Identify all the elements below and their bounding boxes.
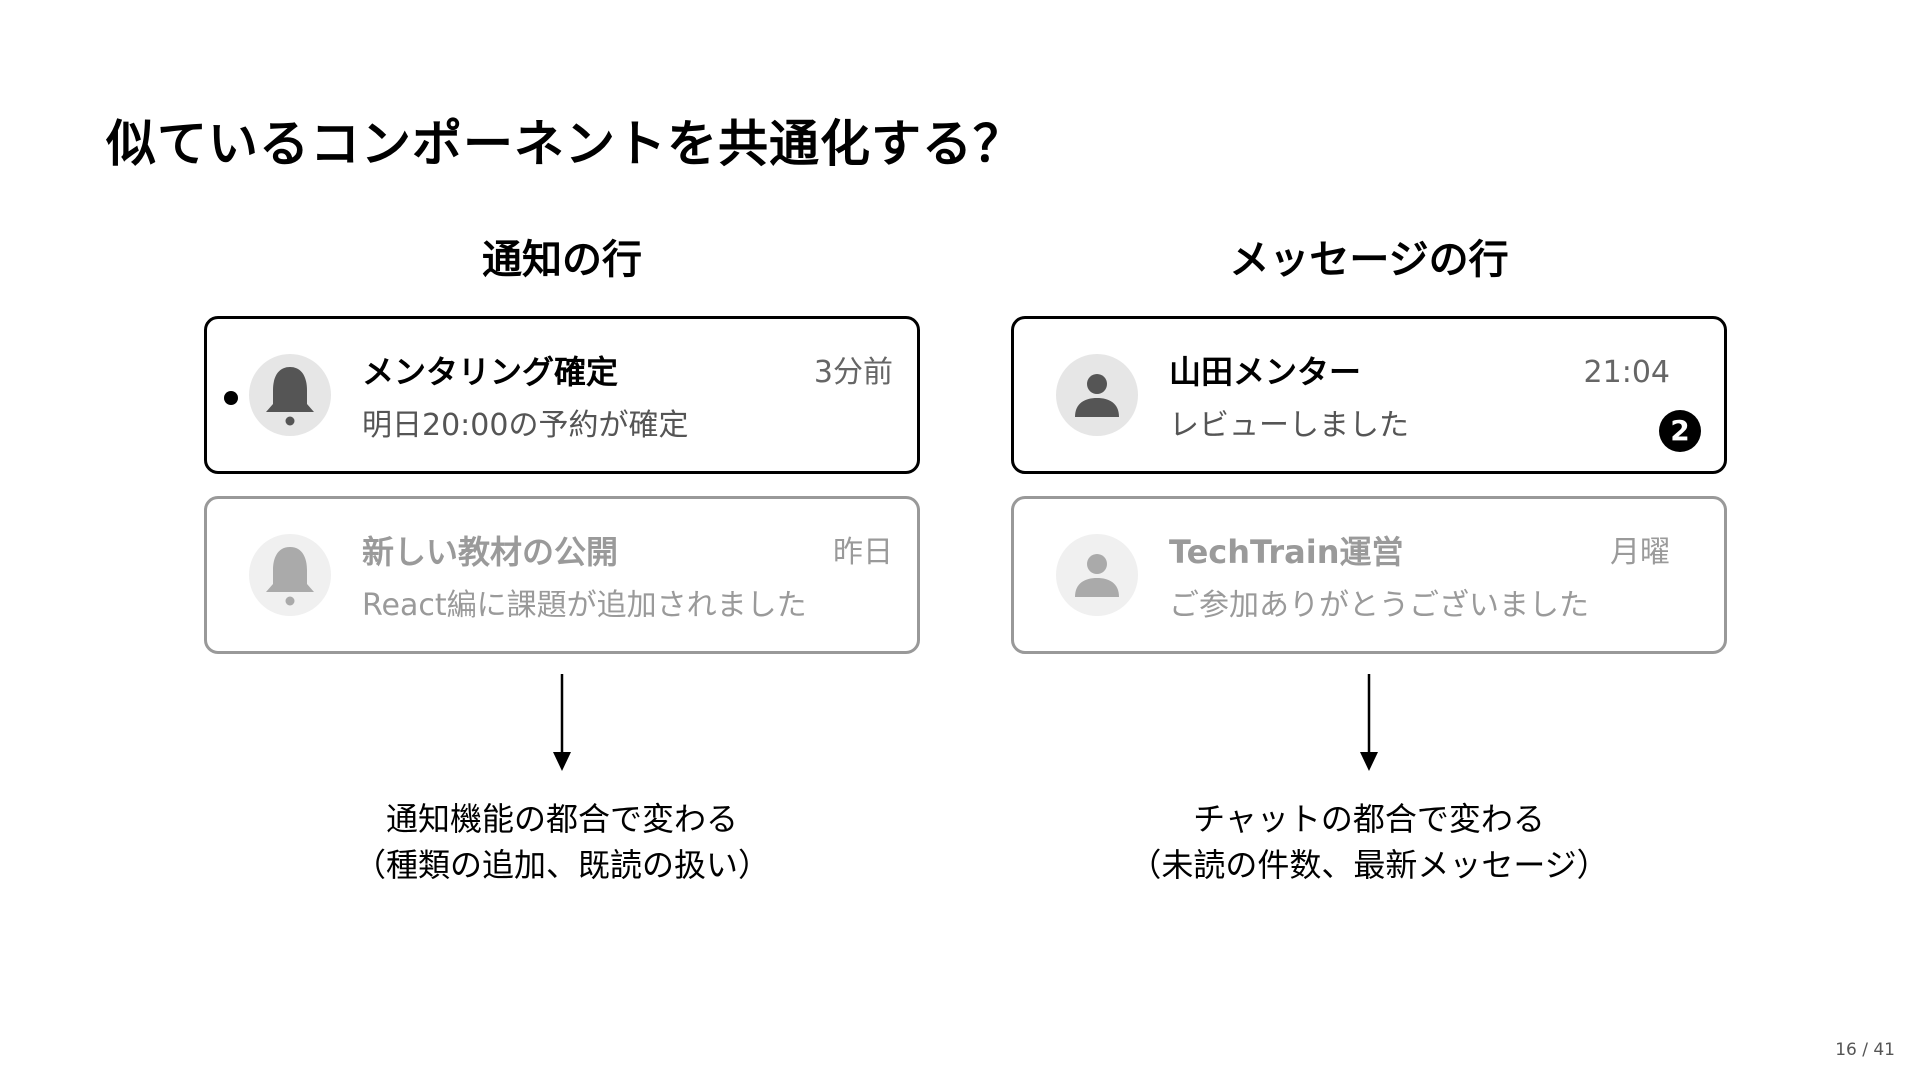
message-time: 月曜 <box>1610 535 1670 570</box>
user-icon <box>1075 554 1119 597</box>
message-avatar <box>1056 354 1138 436</box>
message-row-active[interactable]: 山田メンター レビューしました 21:04 2 <box>1011 316 1727 474</box>
message-column: メッセージの行 山田メンター レビューしました 21:04 2 TechTrai… <box>1011 236 1727 888</box>
message-caption-line2: （未読の件数、最新メッセージ） <box>1129 846 1609 884</box>
notification-time: 3分前 <box>813 355 893 390</box>
slide-title: 似ているコンポーネントを共通化する？ <box>106 115 1024 173</box>
notification-avatar <box>249 534 331 616</box>
message-row-read[interactable]: TechTrain運営 ご参加ありがとうございました 月曜 <box>1011 496 1727 654</box>
notification-time: 昨日 <box>833 535 893 570</box>
message-sender: 山田メンター <box>1169 353 1362 391</box>
notification-column-title: 通知の行 <box>482 237 642 283</box>
notification-subtitle: React編に課題が追加されました <box>362 588 807 623</box>
notification-caption: 通知機能の都合で変わる （種類の追加、既読の扱い） <box>204 796 920 888</box>
notification-subtitle: 明日20:00の予約が確定 <box>362 408 689 443</box>
notification-column: 通知の行 メンタリング確定 明日20:00の予約が確定 3分前 新しい教材の公開… <box>204 236 920 888</box>
page-number: 16 / 41 <box>1835 1040 1895 1060</box>
message-preview: ご参加ありがとうございました <box>1169 588 1589 623</box>
down-arrow-icon <box>1360 674 1378 771</box>
notification-caption-line2: （種類の追加、既読の扱い） <box>353 846 770 884</box>
user-icon <box>1075 374 1119 417</box>
message-column-title: メッセージの行 <box>1229 237 1509 283</box>
notification-row-active[interactable]: メンタリング確定 明日20:00の予約が確定 3分前 <box>204 316 920 474</box>
message-preview: レビューしました <box>1169 408 1409 443</box>
bell-icon <box>266 367 314 426</box>
unread-dot <box>224 391 238 405</box>
notification-avatar <box>249 354 331 436</box>
down-arrow-icon <box>553 674 571 771</box>
message-time: 21:04 <box>1583 355 1670 390</box>
unread-count-badge: 2 <box>1659 410 1701 452</box>
notification-caption-line1: 通知機能の都合で変わる <box>385 800 738 838</box>
bell-icon <box>266 547 314 606</box>
message-caption: チャットの都合で変わる （未読の件数、最新メッセージ） <box>1011 796 1727 888</box>
message-avatar <box>1056 534 1138 616</box>
notification-row-read[interactable]: 新しい教材の公開 React編に課題が追加されました 昨日 <box>204 496 920 654</box>
notification-title: 新しい教材の公開 <box>362 533 619 571</box>
message-sender: TechTrain運営 <box>1169 533 1404 571</box>
notification-title: メンタリング確定 <box>362 353 619 391</box>
message-caption-line1: チャットの都合で変わる <box>1193 800 1545 838</box>
